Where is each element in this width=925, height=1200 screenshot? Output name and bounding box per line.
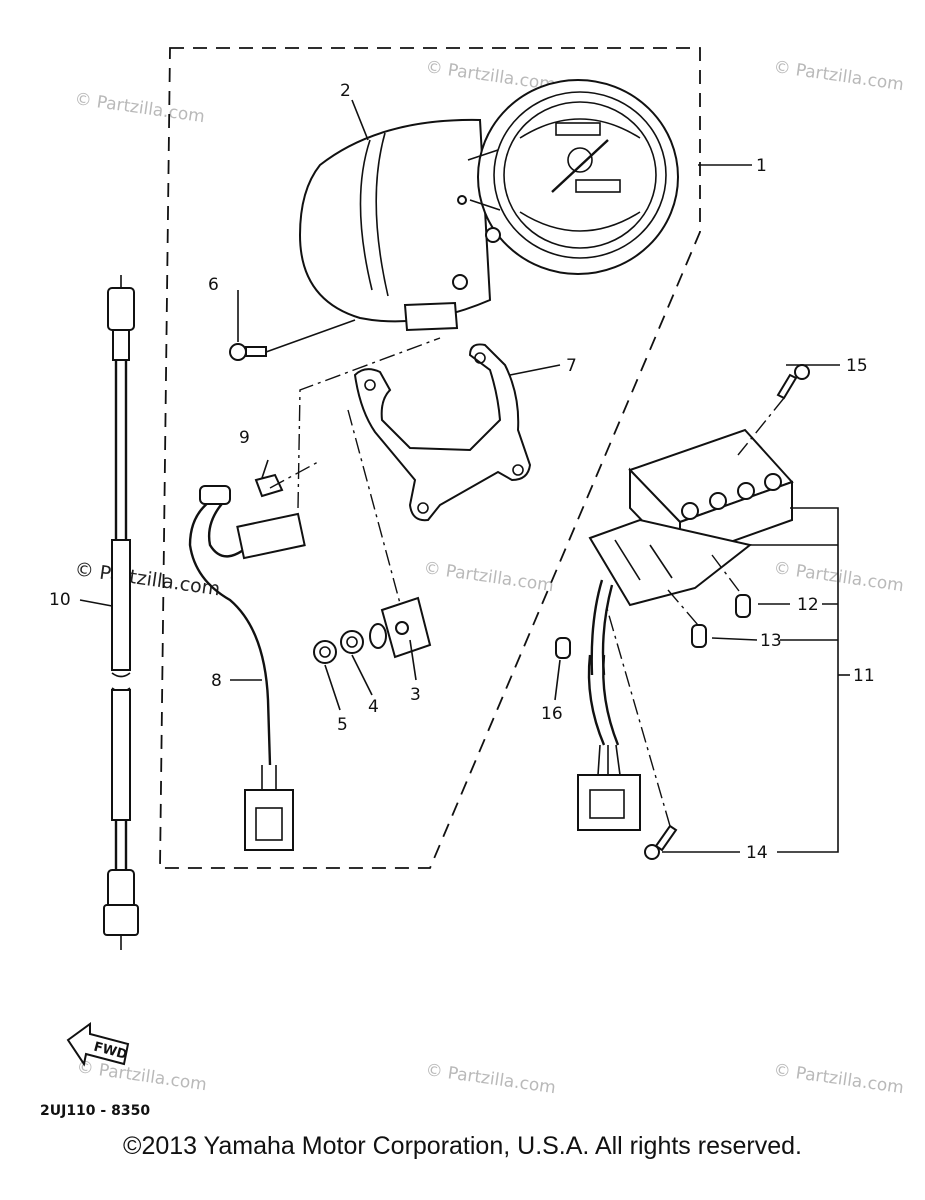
assembly-line	[297, 337, 441, 509]
assembly-line	[347, 409, 406, 623]
meter-housing	[298, 118, 492, 332]
callout-1: 1	[756, 156, 767, 176]
screw-6	[229, 319, 356, 361]
callout-10: 10	[49, 590, 71, 610]
assembly-line	[269, 461, 319, 489]
callout-13: 13	[760, 631, 782, 651]
watermark: © Partzilla.com	[772, 1060, 905, 1098]
watermark: © Partzilla.com	[772, 57, 905, 95]
callout-leaders	[79, 99, 850, 853]
copyright-notice: ©2013 Yamaha Motor Corporation, U.S.A. A…	[123, 1132, 802, 1160]
callout-6: 6	[208, 275, 219, 295]
nut-5	[313, 640, 337, 664]
watermark-prominent: © Partzilla.com	[73, 558, 221, 600]
washer-4	[340, 630, 364, 654]
watermark: © Partzilla.com	[73, 89, 206, 127]
speedometer-gauge	[452, 79, 679, 290]
bulb-9	[254, 473, 284, 498]
watermark: © Partzilla.com	[424, 1060, 557, 1098]
callout-2: 2	[340, 81, 351, 101]
bulb-16	[555, 637, 571, 659]
callout-5: 5	[337, 715, 348, 735]
callout-8: 8	[211, 671, 222, 691]
assembly-line	[667, 589, 699, 626]
watermark: © Partzilla.com	[422, 558, 555, 596]
callout-12: 12	[797, 595, 819, 615]
fwd-arrow-icon: FWD	[66, 1022, 130, 1067]
harness-8	[188, 485, 306, 851]
bulb-13	[691, 624, 707, 648]
grommet-3	[369, 596, 432, 659]
callout-16: 16	[541, 704, 563, 724]
callout-numbers: 1 2 3 4 5 6 7 8 9 10 11 12 13 14 15 16	[49, 81, 875, 863]
callout-9: 9	[239, 428, 250, 448]
screw-15	[737, 364, 810, 456]
callout-15: 15	[846, 356, 868, 376]
watermark: © Partzilla.com	[75, 1057, 208, 1095]
assembly-boundary	[159, 47, 701, 869]
bulb-12	[735, 594, 751, 618]
callout-7: 7	[566, 356, 577, 376]
callout-3: 3	[410, 685, 421, 705]
screw-14	[605, 604, 678, 860]
callout-11: 11	[853, 666, 875, 686]
assembly-line	[711, 554, 743, 596]
speedometer-cable-10	[103, 275, 139, 950]
callout-4: 4	[368, 697, 379, 717]
diagram-code: 2UJ110 - 8350	[40, 1103, 150, 1119]
bracket-7	[353, 343, 532, 522]
callout-14: 14	[746, 843, 768, 863]
indicator-assembly-11	[577, 428, 794, 831]
